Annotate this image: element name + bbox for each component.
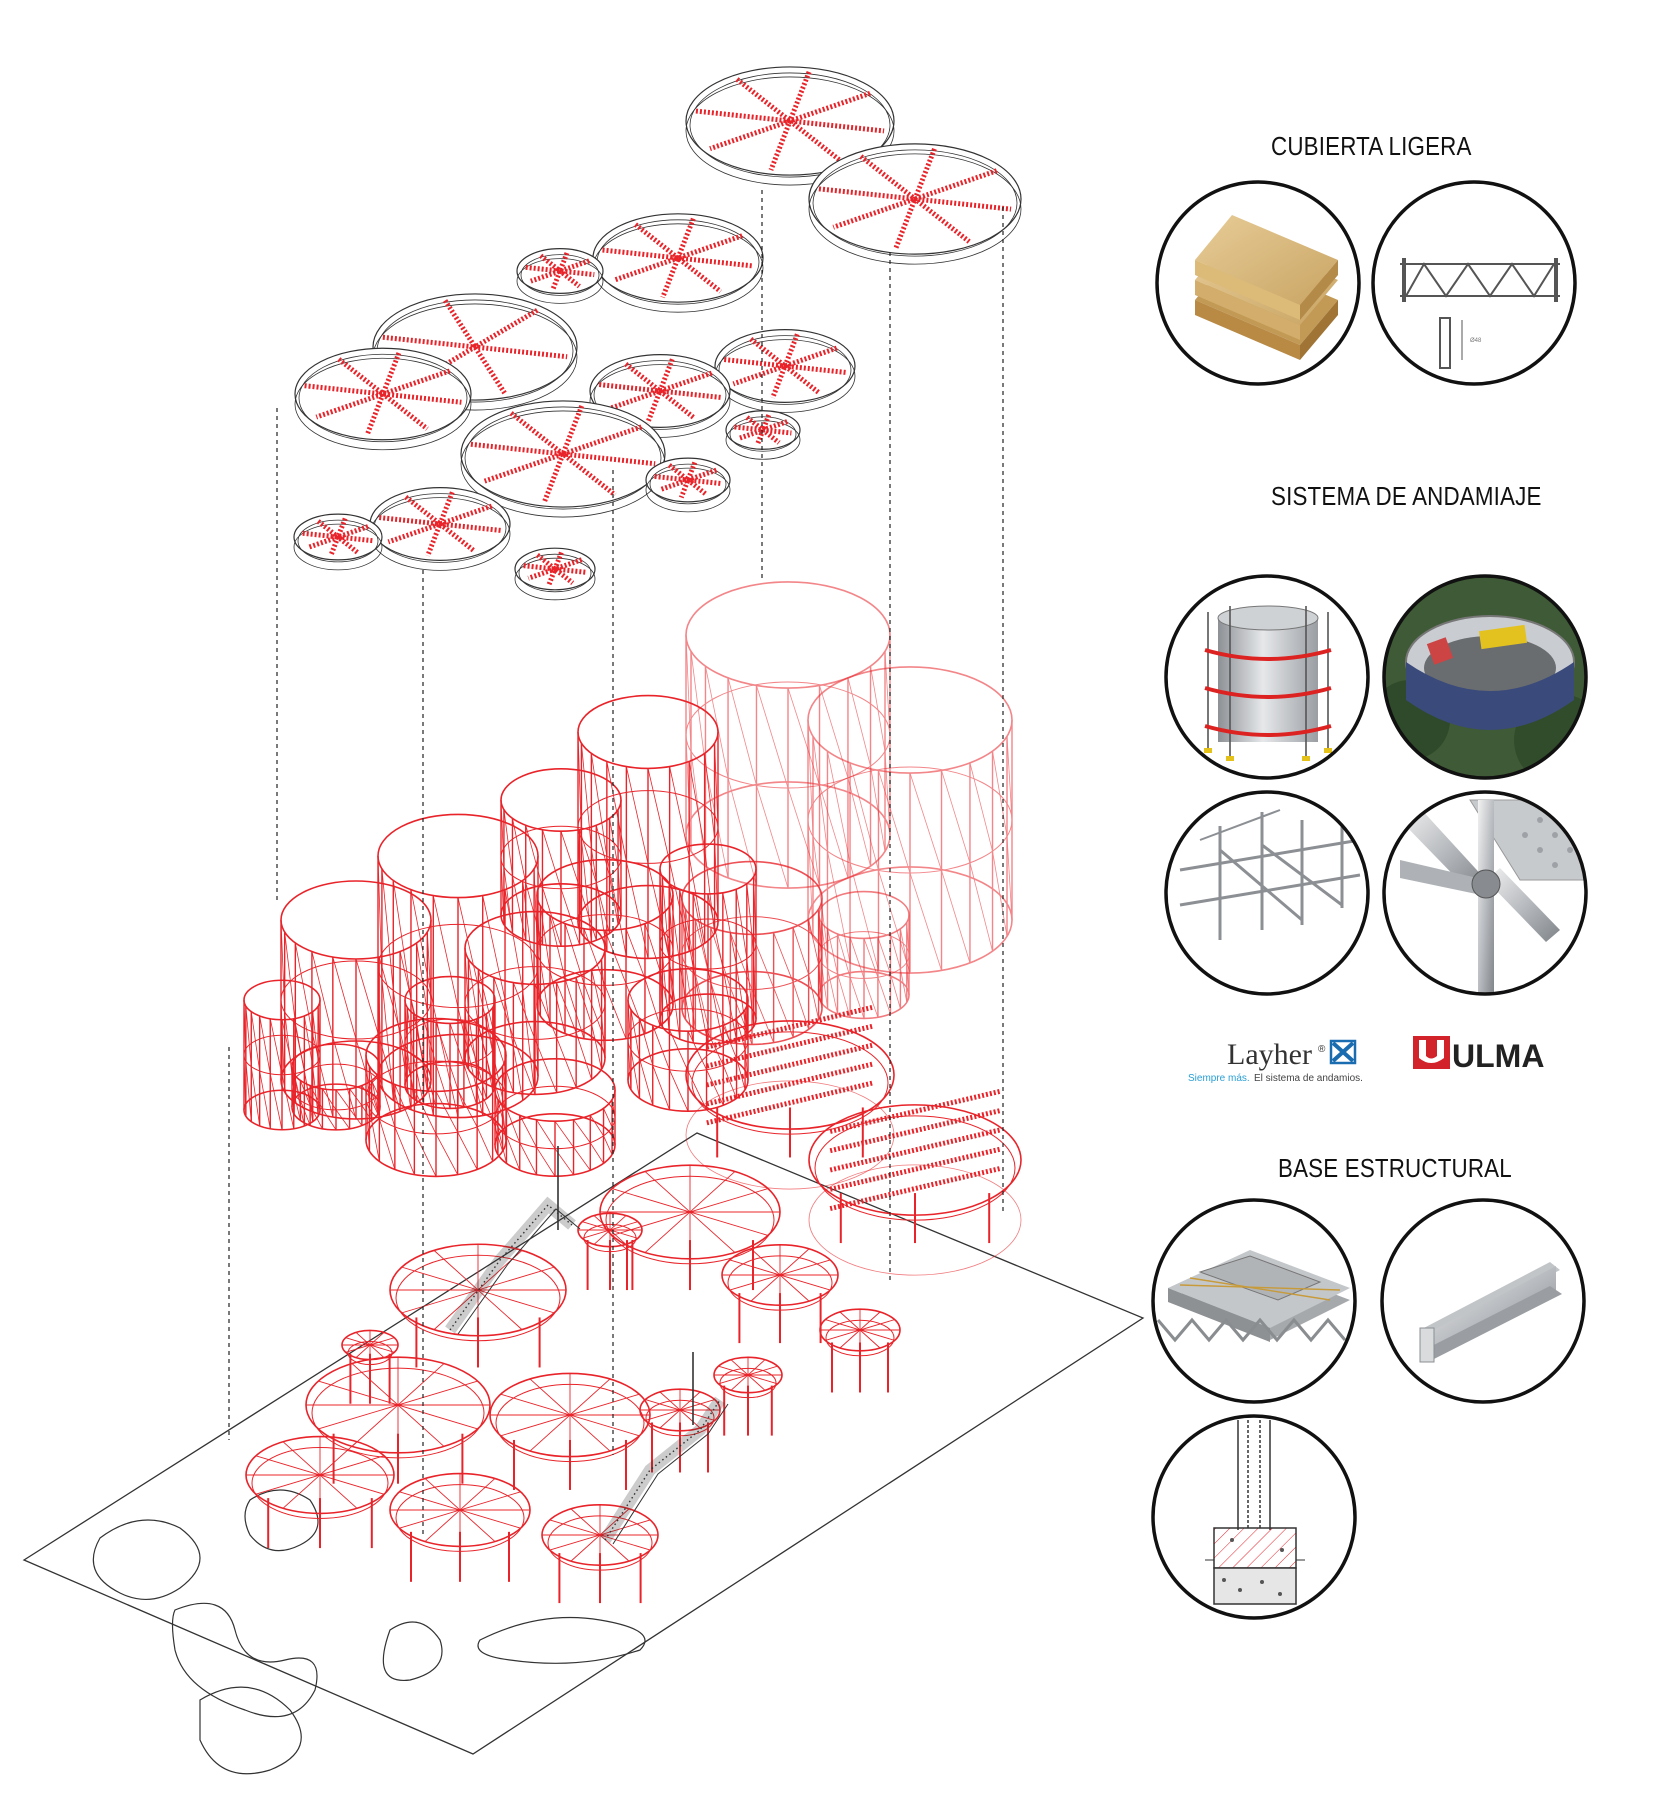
roof-layer	[293, 66, 1022, 601]
roof-disk	[808, 143, 1022, 265]
scaffold-node-icon	[1382, 790, 1588, 996]
roof-disk	[516, 248, 604, 304]
landscape-curve	[382, 1621, 443, 1681]
roof-disk	[592, 213, 764, 313]
ulma-emblem-icon	[1413, 1036, 1450, 1069]
roof-disk	[369, 487, 511, 571]
landscape-curve	[199, 1686, 302, 1775]
platform-ring	[599, 1164, 781, 1291]
scaffold-cylinder	[685, 581, 891, 889]
scaffold-tubes-icon	[1164, 790, 1370, 996]
scaffold-cylinder	[807, 666, 1013, 974]
roof-disk	[514, 547, 596, 601]
legend-heading-cubierta: CUBIERTA LIGERA	[1271, 131, 1472, 161]
ulma-logo: ULMA	[1413, 1036, 1544, 1074]
staircase-north	[445, 1196, 581, 1335]
layher-wordmark: Layher	[1227, 1038, 1312, 1071]
layher-logo: Layher ® Siempre más. El sistema de anda…	[1188, 1038, 1363, 1084]
landscape-curve	[244, 1489, 319, 1552]
landscape-curve	[171, 1602, 318, 1718]
layher-tagline: El sistema de andamios.	[1254, 1073, 1363, 1084]
axonometric-drawing	[22, 66, 1145, 1775]
roof-disk	[714, 329, 856, 413]
scaffold-cylinder	[681, 860, 823, 1046]
platform-ring	[389, 1243, 567, 1368]
staircase-south	[599, 1396, 729, 1545]
roof-disk	[589, 354, 731, 438]
legend-heading-base: BASE ESTRUCTURAL	[1278, 1153, 1512, 1183]
scaffold-cylinder	[494, 1058, 616, 1178]
roof-disk	[645, 457, 731, 513]
platform-ring	[341, 1329, 399, 1404]
column-footing-section-icon	[1151, 1414, 1357, 1620]
platform-ring	[489, 1372, 651, 1490]
base-layer	[22, 1004, 1145, 1775]
platform-ring	[713, 1356, 783, 1436]
layher-tagline-accent: Siempre más.	[1188, 1073, 1250, 1084]
plywood-icon	[1155, 180, 1361, 386]
platform-ring	[685, 1004, 895, 1190]
scaffold-cylinder	[500, 767, 622, 947]
platform-ring	[389, 1472, 531, 1582]
landscape-curve	[477, 1616, 646, 1664]
circular-scaffold-photo-icon	[1382, 574, 1588, 780]
roof-disk	[685, 66, 895, 186]
roof-disk	[294, 347, 472, 451]
svg-text:®: ®	[1318, 1044, 1326, 1055]
platform-ring	[577, 1212, 643, 1290]
steel-i-beam-icon	[1380, 1198, 1586, 1404]
platform-ring	[808, 1088, 1022, 1276]
cylindrical-scaffold-icon	[1164, 574, 1370, 780]
scaffold-cylinder	[404, 975, 496, 1110]
site-plane	[22, 1132, 1145, 1755]
ulma-wordmark: ULMA	[1452, 1038, 1544, 1074]
legend-heading-andamiaje: SISTEMA DE ANDAMIAJE	[1271, 481, 1542, 511]
roof-disk	[725, 410, 801, 460]
platform-ring	[639, 1388, 721, 1473]
scaffold-layer	[243, 581, 1013, 1178]
scaffold-cylinder	[243, 979, 321, 1131]
platform-ring	[305, 1356, 491, 1484]
alignment-guides	[228, 190, 1004, 1535]
truss-beam-icon: Ø48	[1371, 180, 1577, 386]
roof-disk	[293, 513, 383, 571]
scaffold-cylinder	[627, 967, 749, 1113]
platform-ring	[541, 1504, 659, 1604]
scaffold-cylinder	[577, 694, 719, 960]
steel-deck-slab-icon	[1151, 1198, 1357, 1404]
scaffold-cylinder	[818, 890, 910, 1020]
platform-ring	[245, 1435, 395, 1549]
svg-text:Ø48: Ø48	[1470, 338, 1482, 344]
platform-ring	[819, 1308, 901, 1393]
landscape-curve	[92, 1519, 201, 1601]
